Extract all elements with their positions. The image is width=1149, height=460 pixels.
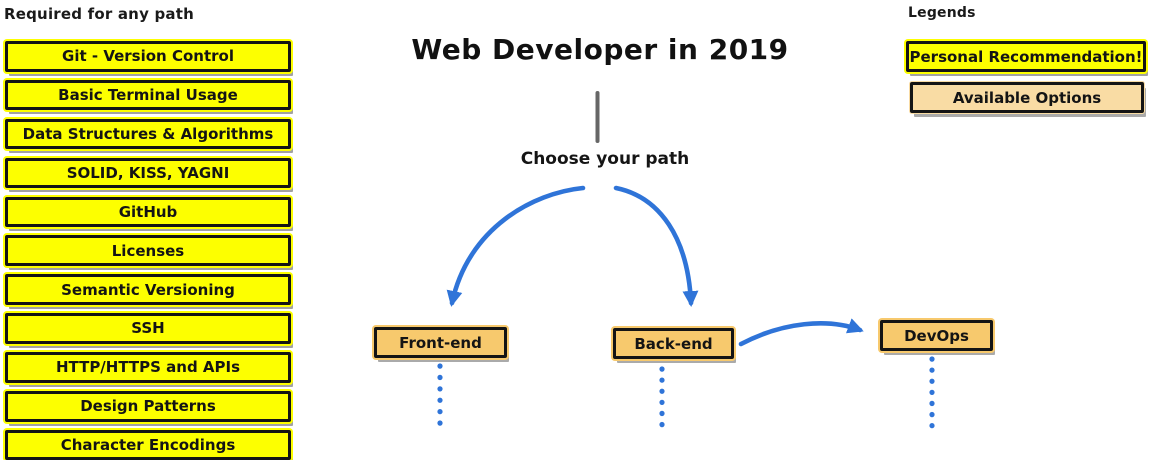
node-back-end: Back-end [613, 328, 734, 359]
legend-available-options: Available Options [910, 82, 1144, 113]
arrow-back-end-to-devops [738, 318, 864, 347]
legend-available-options-label: Available Options [952, 88, 1102, 107]
legends-heading: Legends [908, 5, 976, 21]
required-item-label: SOLID, KISS, YAGNI [66, 163, 230, 182]
node-devops: DevOps [880, 320, 993, 351]
required-item-label: Git - Version Control [62, 47, 234, 66]
required-item-label: Data Structures & Algorithms [22, 125, 274, 144]
legend-personal-recommendation-label: Personal Recommendation! [909, 47, 1143, 66]
required-item: HTTP/HTTPS and APIs [5, 352, 291, 383]
required-item: Data Structures & Algorithms [5, 118, 291, 150]
node-front-end-label: Front-end [399, 333, 482, 352]
arrow-to-back-end [613, 185, 699, 307]
choose-your-path-label: Choose your path [520, 149, 690, 169]
required-item: GitHub [5, 196, 291, 228]
arrow-to-front-end [446, 185, 586, 307]
required-item-label: GitHub [118, 202, 178, 221]
required-item-label: Design Patterns [80, 397, 216, 416]
required-item: Character Encodings [5, 429, 291, 460]
required-list: Git - Version Control Basic Terminal Usa… [5, 41, 291, 460]
required-item: SOLID, KISS, YAGNI [5, 157, 291, 189]
page-title: Web Developer in 2019 [411, 33, 789, 66]
required-item-label: Licenses [111, 241, 185, 260]
node-front-end: Front-end [374, 327, 507, 358]
required-item-label: Semantic Versioning [61, 280, 235, 299]
required-heading: Required for any path [4, 5, 194, 23]
legend-personal-recommendation: Personal Recommendation! [906, 41, 1146, 72]
required-item: Git - Version Control [5, 41, 291, 72]
required-item-label: HTTP/HTTPS and APIs [55, 358, 241, 377]
required-item: Licenses [5, 235, 291, 266]
required-item: Design Patterns [5, 391, 291, 422]
required-item: Basic Terminal Usage [5, 79, 291, 111]
node-back-end-label: Back-end [634, 334, 713, 353]
required-item-label: Basic Terminal Usage [58, 86, 238, 105]
required-item-label: Character Encodings [60, 436, 236, 455]
node-devops-label: DevOps [904, 326, 969, 345]
required-item: Semantic Versioning [5, 274, 291, 305]
required-item: SSH [5, 313, 291, 344]
required-item-label: SSH [131, 319, 165, 338]
